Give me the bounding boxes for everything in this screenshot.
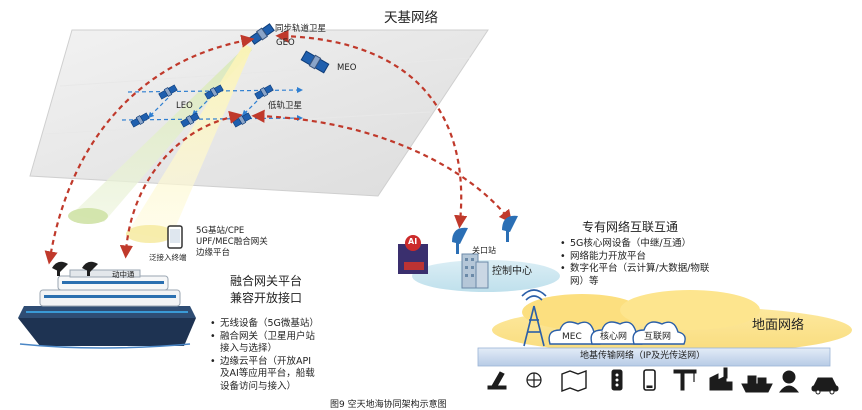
- gateway-label: 关口站: [472, 246, 496, 255]
- car-icon: [811, 377, 839, 395]
- gateway-dish-icon: [452, 215, 518, 254]
- base-station-tower-icon: [521, 289, 547, 347]
- platform-title-2: 兼容开放接口: [230, 291, 303, 305]
- crane-icon: [673, 369, 697, 391]
- ai-badge: AI: [408, 237, 418, 246]
- transport-network-label: 地基传输网络（IP及光传送网）: [580, 351, 706, 361]
- ship-equipment-list: 5G基站/CPE UPF/MEC融合网关 边缘平台: [196, 226, 268, 259]
- private-network-features: 5G核心网设备（中继/互通） 网络能力开放平台 数字化平台（云计算/大数据/物联…: [560, 238, 709, 288]
- equipment-item: 边缘平台: [196, 248, 231, 259]
- platform-title-1: 融合网关平台: [230, 274, 303, 288]
- equipment-item: 5G基站/CPE: [196, 226, 245, 236]
- feature-item-continued: 及AI等应用平台，船载: [220, 368, 315, 380]
- private-feature-item-continued: 网）等: [570, 275, 599, 287]
- ai-badge-circle: [405, 235, 421, 251]
- figure-caption: 图9 空天地海协同架构示意图: [330, 400, 447, 410]
- ship-antenna-icon: [52, 261, 98, 276]
- leo-code: LEO: [176, 101, 193, 111]
- transport-network-bar: [477, 347, 831, 367]
- app-icons-row: [487, 367, 839, 395]
- mobile-label: 动中通: [112, 270, 135, 279]
- platform-feature-list: 无线设备（5G微基站） 融合网关（卫星用户站 接入与选择） 边缘云平台（开放AP…: [210, 318, 319, 393]
- person-icon: [778, 370, 800, 393]
- internet-cloud-icon: [632, 321, 686, 345]
- leo-satellite-icon: [254, 84, 274, 100]
- core-network-label: 核心网: [600, 332, 628, 342]
- geo-code: GEO: [276, 38, 295, 48]
- control-center-label: 控制中心: [492, 266, 532, 277]
- private-feature-item: 网络能力开放平台: [560, 251, 709, 264]
- feature-item-continued: 接入与选择）: [220, 343, 278, 355]
- leo-label: 低轨卫星: [268, 101, 303, 111]
- private-network-title: 专有网络互联互通: [582, 220, 679, 234]
- traffic-light-icon: [611, 369, 623, 391]
- ground-network-title: 地面网络: [752, 318, 805, 333]
- feature-item-continued: 设备访问与接入）: [220, 380, 297, 392]
- feature-item: 无线设备（5G微基站）: [210, 318, 319, 331]
- phone-icon: [643, 369, 656, 391]
- mec-label: MEC: [562, 332, 582, 342]
- equipment-item: UPF/MEC融合网关: [196, 237, 268, 248]
- ship-icon: [18, 269, 196, 349]
- feature-item: 边缘云平台（开放API: [210, 356, 319, 369]
- private-feature-item: 数字化平台（云计算/大数据/物联: [560, 263, 709, 276]
- internet-label: 互联网: [644, 332, 672, 342]
- satellite-links: [44, 29, 513, 265]
- meo-code: MEO: [337, 63, 357, 73]
- compass-icon: [526, 372, 542, 388]
- map-icon: [561, 369, 587, 393]
- phone-terminal-icon: [167, 225, 183, 249]
- space-network-title: 天基网络: [384, 10, 438, 26]
- ship-cargo-icon: [741, 375, 773, 393]
- feature-item: 融合网关（卫星用户站: [210, 331, 319, 344]
- terminal-label: 泛接入终端: [149, 253, 187, 262]
- control-building-icon: [461, 253, 489, 289]
- oil-drill-icon: [487, 371, 507, 390]
- factory-icon: [709, 367, 733, 391]
- geo-label: 同步轨道卫星: [275, 24, 327, 34]
- private-feature-item: 5G核心网设备（中继/互通）: [560, 238, 709, 251]
